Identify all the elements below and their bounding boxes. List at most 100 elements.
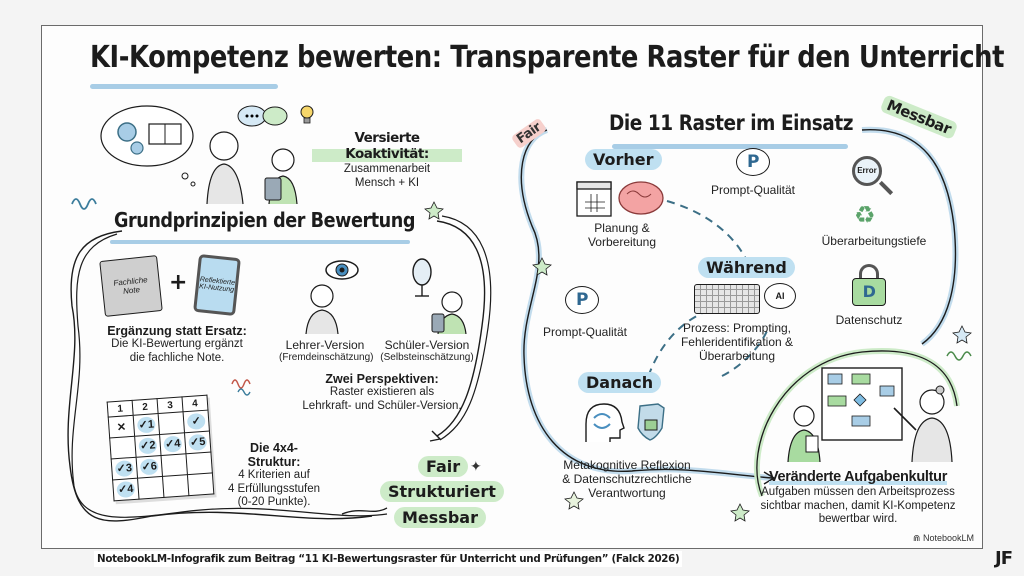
book-icon: Fachliche Note bbox=[99, 255, 163, 317]
teacher-figure-icon bbox=[305, 284, 339, 334]
rubric-cell-empty bbox=[162, 474, 189, 498]
rubric-cell-check: ✓5 bbox=[184, 431, 211, 454]
rubric-cell-empty bbox=[158, 411, 185, 435]
rubric-cell-check: ✓1 bbox=[133, 413, 160, 437]
mirror-icon bbox=[412, 258, 432, 297]
rubric-cell-empty bbox=[161, 453, 188, 477]
teacher-version: Lehrer-Version (Fremdeinschätzung) bbox=[279, 338, 373, 364]
rubric-cell-check: ✓ bbox=[183, 410, 210, 433]
check-icon: ✓ bbox=[186, 412, 206, 431]
check-icon: ✓4 bbox=[163, 435, 183, 453]
student-version-label: Schüler-Version bbox=[384, 338, 470, 352]
privacy-label: Datenschutz bbox=[835, 313, 903, 327]
error-magnifier-icon: Error bbox=[852, 156, 882, 186]
task-culture-line2: sichtbar machen, damit KI-Kompetenz bbox=[760, 499, 956, 512]
head-reflection-icon bbox=[585, 403, 625, 442]
rubric-cell-check: ✓6 bbox=[136, 455, 163, 479]
prompt-quality-top: Prompt-Qualität bbox=[710, 183, 796, 197]
intro-line1: Zusammenarbeit bbox=[343, 163, 431, 175]
eye-icon bbox=[325, 260, 359, 280]
prompt-quality-left: Prompt-Qualität bbox=[542, 325, 628, 339]
task-culture-text: Veränderte Aufgabenkultur Aufgaben müsse… bbox=[760, 468, 956, 527]
structure-line1: 4 Kriterien auf bbox=[238, 469, 310, 481]
student-version-sub: (Selbsteinschätzung) bbox=[380, 352, 474, 364]
during-line1: Prozess: Prompting, bbox=[682, 321, 792, 335]
rubric-cell-check: ✓4 bbox=[112, 478, 140, 501]
whiteboard-flowchart-icon bbox=[821, 367, 903, 441]
shield-lock-icon bbox=[637, 403, 665, 441]
notebooklm-logo-icon: ⋒ bbox=[912, 533, 923, 543]
brain-icon bbox=[618, 181, 664, 215]
keyboard-icon bbox=[694, 284, 760, 314]
structure-line3: (0-20 Punkte). bbox=[237, 496, 311, 509]
quality-fair: Fair bbox=[418, 456, 469, 477]
phase-before-label: Vorher bbox=[585, 149, 662, 170]
student-figure-icon bbox=[264, 148, 298, 205]
rubric-cell-check: ✓4 bbox=[159, 432, 186, 456]
rubric-cell-empty bbox=[185, 451, 213, 475]
coactivity-illustration bbox=[100, 105, 314, 205]
check-icon: ✓2 bbox=[138, 437, 158, 455]
rubric-cell-empty bbox=[137, 476, 164, 500]
recycle-icon: ♻ bbox=[854, 202, 876, 229]
check-icon: ✓4 bbox=[116, 480, 136, 499]
supplement-line1: Die KI-Bewertung ergänzt bbox=[111, 338, 243, 350]
before-item: Planung & Vorbereitung bbox=[587, 221, 657, 250]
lightbulb-icon bbox=[300, 105, 314, 124]
check-icon: ✓1 bbox=[136, 416, 156, 434]
supplement-heading: Ergänzung statt Ersatz: bbox=[107, 324, 247, 338]
student-version: Schüler-Version (Selbsteinschätzung) bbox=[379, 338, 475, 364]
book-label: Fachliche Note bbox=[113, 275, 149, 296]
perspectives-line2: Lehrkraft- und Schüler-Version. bbox=[302, 399, 462, 412]
rubric-cell-empty bbox=[187, 472, 214, 496]
check-icon: ✓5 bbox=[188, 433, 208, 451]
calendar-icon bbox=[576, 181, 612, 217]
intro-line2: Mensch + KI bbox=[354, 176, 420, 189]
teacher-woman-icon bbox=[893, 385, 953, 463]
task-culture-line3: bewertbar wird. bbox=[818, 513, 898, 526]
rasters-heading: Die 11 Raster im Einsatz bbox=[609, 111, 854, 135]
student-figure-icon bbox=[431, 291, 467, 334]
perspectives-heading: Zwei Perspektiven: bbox=[325, 372, 439, 386]
after-text: Metakognitive Reflexion & Datenschutzrec… bbox=[552, 458, 702, 500]
before-icons bbox=[576, 181, 664, 217]
structure-heading: Die 4x4-Struktur: bbox=[247, 441, 301, 469]
sparkle-icon: ✦ bbox=[470, 458, 482, 474]
teacher-figure-icon bbox=[206, 131, 244, 205]
task-culture-heading: Veränderte Aufgabenkultur bbox=[768, 469, 948, 485]
student-girl-icon bbox=[787, 405, 821, 463]
quality-measurable: Messbar bbox=[394, 507, 486, 528]
structure-text: Die 4x4-Struktur: 4 Kriterien auf 4 Erfü… bbox=[224, 441, 324, 510]
infographic-frame: KI-Kompetenz bewerten: Transparente Rast… bbox=[41, 25, 1004, 549]
tablet-icon: Reflektierte KI-Nutzung bbox=[193, 253, 241, 317]
during-line3: Überarbeitung bbox=[698, 349, 776, 364]
check-icon: ✓3 bbox=[114, 459, 134, 478]
after-line3: Verantwortung bbox=[588, 486, 666, 501]
prompt-bubble-icon: P bbox=[736, 148, 770, 176]
source-caption: NotebookLM-Infografik zum Beitrag “11 KI… bbox=[94, 551, 683, 567]
page-title: KI-Kompetenz bewerten: Transparente Rast… bbox=[90, 40, 1005, 75]
quality-structured: Strukturiert bbox=[380, 481, 504, 502]
structure-line2: 4 Erfüllungsstufen bbox=[227, 482, 321, 495]
intro-heading: Versierte Koaktivität: bbox=[312, 130, 462, 162]
jf-logo: JF bbox=[995, 548, 1013, 569]
thought-cloud-icon bbox=[100, 105, 196, 187]
supplement-line2: die fachliche Note. bbox=[129, 351, 225, 364]
notebooklm-label: NotebookLM bbox=[922, 533, 974, 543]
revision-depth: Überarbeitungstiefe bbox=[821, 234, 927, 248]
intro-text: Versierte Koaktivität: Zusammenarbeit Me… bbox=[312, 130, 462, 190]
rubric-cell-empty bbox=[109, 436, 137, 459]
title-underline bbox=[90, 84, 278, 89]
rubric-cell-check: ✓2 bbox=[134, 434, 162, 458]
tablet-label: Reflektierte KI-Nutzung bbox=[198, 276, 236, 294]
doodle-strokes bbox=[67, 126, 972, 522]
prompt-bubble-left-icon: P bbox=[565, 286, 599, 314]
after-line1: Metakognitive Reflexion bbox=[563, 458, 691, 472]
rasters-underline bbox=[612, 144, 848, 149]
chat-bubbles-icon bbox=[237, 105, 288, 127]
ai-chip-icon: AI bbox=[764, 283, 796, 309]
task-culture-line1: Aufgaben müssen den Arbeitsprozess bbox=[761, 486, 955, 498]
task-culture-illustration bbox=[787, 367, 953, 463]
